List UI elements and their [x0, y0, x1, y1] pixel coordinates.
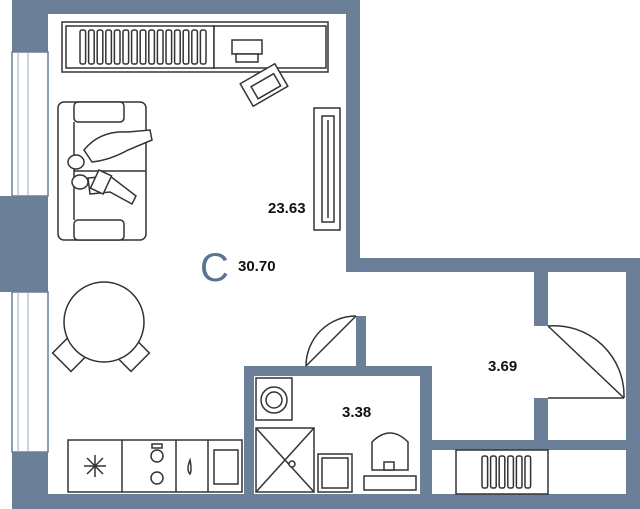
area-living-room: 23.63: [268, 200, 306, 217]
wall-top: [12, 0, 360, 14]
dining-set: [51, 281, 151, 373]
hall-wardrobe: [455, 449, 549, 495]
wall-far-right: [626, 258, 640, 509]
total-area-label: 30.70: [238, 258, 276, 275]
wall-left-lower: [12, 452, 48, 509]
area-hallway: 3.69: [488, 358, 518, 375]
window-lower: [11, 291, 49, 453]
wall-door-stub-right: [534, 272, 548, 326]
wall-bottom: [48, 494, 626, 509]
wall-lower-partition: [432, 440, 628, 450]
hall-wardrobe-hangers: [481, 455, 532, 489]
desk-chair: [231, 39, 289, 108]
tv-stand: [313, 107, 341, 231]
wall-door-stub-left: [356, 316, 366, 372]
wall-hall-partition: [420, 366, 432, 509]
window-upper: [11, 51, 49, 197]
unit-letter: C: [200, 246, 229, 290]
bathroom-fixtures: [255, 377, 417, 493]
area-bathroom: 3.38: [342, 404, 372, 421]
wall-door-stub-right2: [534, 398, 548, 442]
wall-right-living: [346, 0, 360, 272]
people-sketch: [67, 129, 153, 206]
doors: [305, 315, 625, 399]
fridge-snowflake-icon: [84, 455, 106, 477]
wall-step: [346, 258, 640, 272]
wall-left-mid: [0, 196, 48, 292]
wall-bath-left: [244, 366, 254, 509]
wall-bath-top: [244, 366, 432, 376]
wall-left-upper: [12, 0, 48, 52]
wardrobe-hangers: [79, 29, 207, 65]
